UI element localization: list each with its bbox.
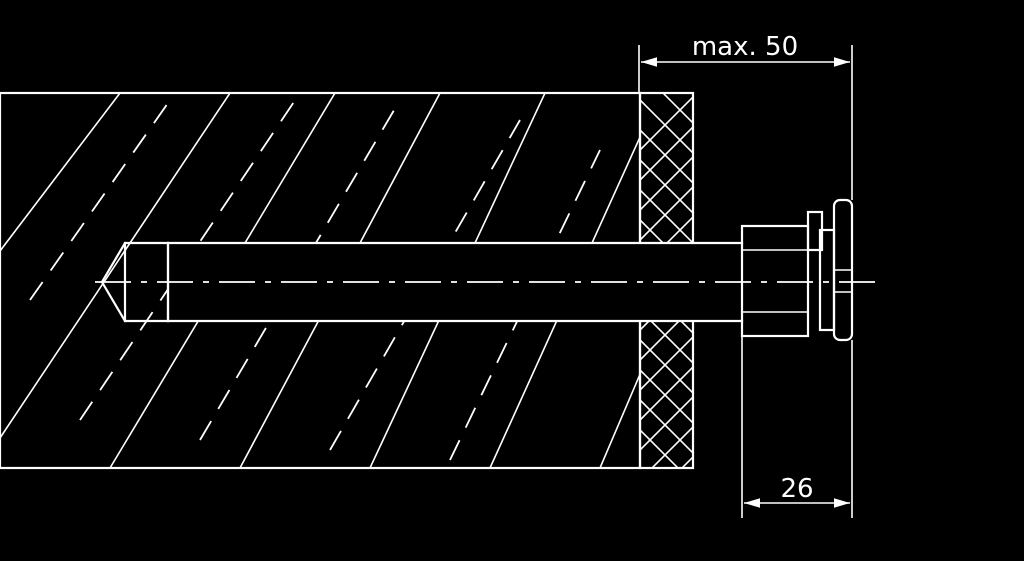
dimension-label-26: 26	[780, 474, 813, 504]
anchor-head	[740, 198, 854, 342]
anchor-tip	[100, 241, 170, 323]
dimension-max-50: max. 50	[638, 32, 853, 200]
dimension-label-max-50: max. 50	[692, 32, 798, 62]
anchor-collar	[740, 224, 810, 338]
dimension-26: 26	[741, 336, 853, 518]
